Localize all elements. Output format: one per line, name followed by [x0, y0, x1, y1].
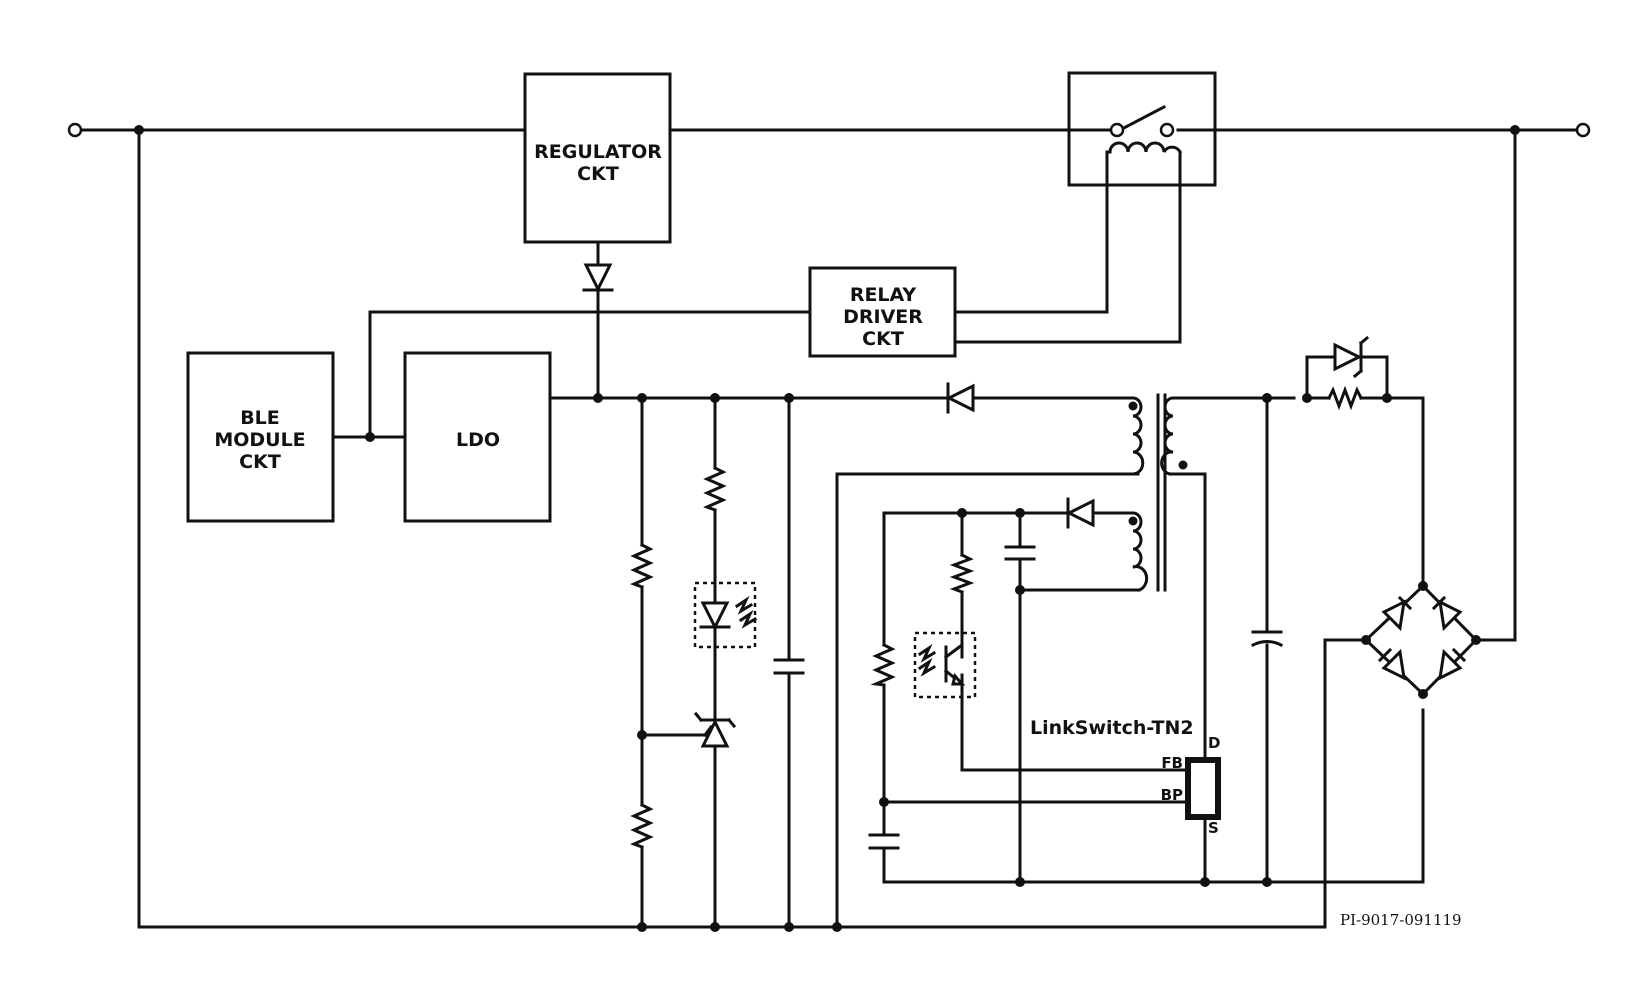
- divider-resistor-top: [630, 542, 654, 589]
- bias-resistor: [870, 642, 896, 687]
- regulator-label-line1: REGULATOR: [534, 141, 662, 163]
- relay-contact-right: [1159, 122, 1175, 138]
- shunt-regulator-zener: [693, 711, 737, 748]
- phototransistor-pullup-resistor: [949, 552, 975, 594]
- bias-capacitor: [1004, 545, 1036, 561]
- bypass-capacitor: [868, 833, 900, 850]
- relay-driver-ckt-block: RELAY DRIVER CKT: [808, 266, 957, 358]
- drawing-id: PI-9017-091119: [1340, 911, 1462, 929]
- ic-pin-bp: BP: [1161, 786, 1183, 804]
- relay-driver-label-line3: CKT: [862, 328, 904, 350]
- relay: [1067, 71, 1217, 187]
- ble-module-ckt-block: BLE MODULE CKT: [186, 351, 335, 523]
- bias-rectifier-diode: [1065, 497, 1095, 529]
- led-series-resistor: [703, 465, 727, 512]
- ldo-label: LDO: [456, 429, 500, 451]
- optocoupler-phototransistor: [913, 631, 977, 772]
- output-capacitor: [773, 658, 805, 675]
- bulk-capacitor: [1250, 630, 1284, 648]
- ic-pin-fb: FB: [1161, 754, 1183, 772]
- ble-label-line1: BLE: [240, 407, 280, 429]
- ldo-block: LDO: [403, 351, 552, 523]
- ic-pin-s: S: [1208, 819, 1219, 837]
- bias-winding: [1131, 511, 1149, 592]
- tvs-zener-diode: [1333, 335, 1370, 379]
- input-terminal-left: [67, 122, 83, 138]
- ic-pin-d: D: [1208, 734, 1220, 752]
- optocoupler-led: [693, 581, 758, 649]
- secondary-rectifier-diode: [945, 382, 975, 414]
- relay-driver-label-line2: DRIVER: [843, 306, 923, 328]
- secondary-winding: [1131, 396, 1145, 476]
- regulator-ckt-block: REGULATOR CKT: [523, 72, 672, 244]
- divider-resistor-bottom: [630, 802, 654, 849]
- relay-driver-label-line1: RELAY: [850, 284, 917, 306]
- ble-label-line2: MODULE: [214, 429, 305, 451]
- inrush-resistor: [1326, 385, 1364, 411]
- relay-switch-contact: [1117, 104, 1167, 133]
- primary-winding: [1160, 396, 1175, 476]
- linkswitch-tn2-ic: LinkSwitch-TN2 D FB BP S: [1030, 717, 1221, 837]
- input-terminal-right: [1575, 122, 1591, 138]
- regulator-label-line2: CKT: [577, 163, 619, 185]
- bridge-rectifier: [1363, 583, 1479, 697]
- ble-label-line3: CKT: [239, 451, 281, 473]
- transformer: [1131, 393, 1175, 592]
- regulator-output-diode: [582, 263, 614, 293]
- wires: [73, 128, 1585, 929]
- junction-dots: [134, 125, 1520, 932]
- relay-coil: [1105, 141, 1183, 155]
- ic-name: LinkSwitch-TN2: [1030, 717, 1194, 739]
- relay-contact-left: [1109, 122, 1125, 138]
